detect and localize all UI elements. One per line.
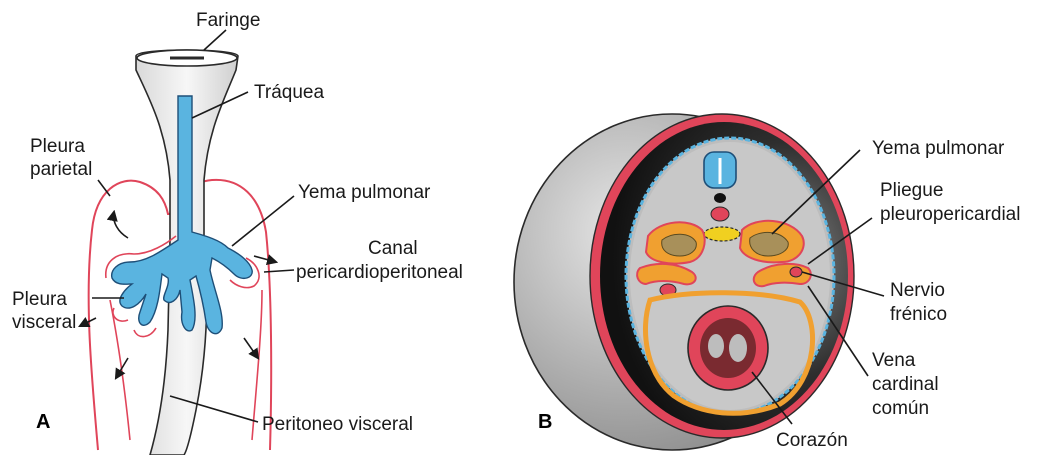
panel-a: Faringe Tráquea Pleura parietal Yema pul… (12, 10, 463, 455)
aorta (711, 207, 729, 221)
label-traquea: Tráquea (254, 82, 324, 103)
notochord (714, 193, 726, 203)
label-nervio-1: Nervio (890, 280, 945, 301)
label-vena-2: cardinal (872, 374, 939, 395)
label-pleura-parietal-2: parietal (30, 159, 92, 180)
label-vena-3: común (872, 398, 929, 419)
esophagus (704, 227, 740, 241)
label-yema-a: Yema pulmonar (298, 182, 431, 203)
lung-bud-left (662, 234, 697, 256)
label-vena-1: Vena (872, 350, 916, 371)
leader-faringe (204, 30, 226, 50)
lung-bud-a (112, 96, 253, 334)
label-pliegue-2: pleuropericardial (880, 204, 1020, 225)
label-pliegue-1: Pliegue (880, 180, 943, 201)
label-faringe: Faringe (196, 10, 260, 31)
label-corazon: Corazón (776, 430, 848, 451)
label-peritoneo: Peritoneo visceral (262, 414, 413, 435)
arrow-a-1 (114, 212, 128, 238)
arrow-a-2 (254, 256, 276, 262)
label-pleura-visceral-2: visceral (12, 312, 76, 333)
label-pleura-parietal-1: Pleura (30, 136, 85, 157)
lung-bud-right (750, 232, 789, 256)
label-canal-2: pericardioperitoneal (296, 262, 463, 283)
arrow-a-5 (244, 338, 258, 358)
panel-letter-b: B (538, 411, 552, 433)
phrenic-nerve-right (790, 267, 802, 277)
label-yema-b: Yema pulmonar (872, 138, 1005, 159)
label-pleura-visceral-1: Pleura (12, 289, 67, 310)
panel-letter-a: A (36, 411, 50, 433)
leader-yema-a (232, 196, 294, 246)
label-nervio-2: frénico (890, 304, 947, 325)
panel-b: Yema pulmonar Pliegue pleuropericardial … (514, 114, 1020, 451)
heart-lumen-right (729, 334, 747, 362)
heart-lumen-left (708, 334, 724, 358)
label-canal-1: Canal (368, 238, 418, 259)
